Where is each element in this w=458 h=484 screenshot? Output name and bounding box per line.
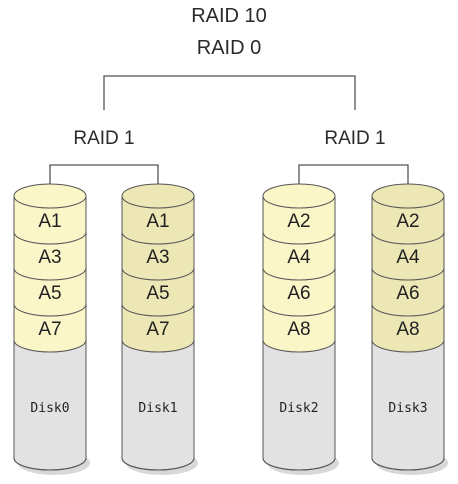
block-separator xyxy=(371,231,445,245)
block-separator xyxy=(121,267,195,281)
block-separator xyxy=(121,339,195,353)
block-label: A6 xyxy=(396,283,419,304)
block-label: A1 xyxy=(146,211,169,232)
block-label: A5 xyxy=(38,283,61,304)
raid1-mirror-connector-left xyxy=(49,164,159,188)
raid10-title: RAID 10 xyxy=(191,5,267,27)
block-label: A2 xyxy=(287,211,310,232)
block-separator xyxy=(371,267,445,281)
raid1-mirror-connector-right xyxy=(298,164,409,188)
block-label: A3 xyxy=(146,247,169,268)
block-separator xyxy=(262,303,336,317)
disk-top-cap xyxy=(13,183,87,209)
block-separator xyxy=(371,303,445,317)
block-label: A3 xyxy=(38,247,61,268)
block-separator xyxy=(13,339,87,353)
block-separator xyxy=(13,303,87,317)
disk-name-label: Disk1 xyxy=(138,401,177,416)
disk-outline xyxy=(262,196,336,471)
disk-outline xyxy=(121,196,195,471)
block-separator xyxy=(262,231,336,245)
block-label: A8 xyxy=(287,319,310,340)
block-label: A7 xyxy=(38,319,61,340)
block-label: A5 xyxy=(146,283,169,304)
block-label: A4 xyxy=(396,247,420,268)
disk-band-area xyxy=(263,196,335,352)
block-separator xyxy=(13,267,87,281)
disk-band-area xyxy=(14,196,86,352)
block-separator xyxy=(371,339,445,353)
disk-outline xyxy=(13,196,87,471)
disk-top-cap xyxy=(262,183,336,209)
disk-array: A1A3A5A7Disk0A1A3A5A7Disk1A2A4A6A8Disk2A… xyxy=(13,183,448,475)
disk-name-label: Disk3 xyxy=(388,401,427,416)
raid0-title: RAID 0 xyxy=(197,37,261,59)
block-separator xyxy=(262,339,336,353)
disk-band-area xyxy=(372,196,444,352)
block-label: A8 xyxy=(396,319,419,340)
disk-top-cap xyxy=(371,183,445,209)
block-label: A7 xyxy=(146,319,169,340)
disk-name-label: Disk0 xyxy=(30,401,69,416)
raid1-group-label-right: RAID 1 xyxy=(324,128,385,149)
block-label: A2 xyxy=(396,211,419,232)
block-separator xyxy=(121,231,195,245)
block-label: A6 xyxy=(287,283,310,304)
block-separator xyxy=(262,267,336,281)
disk-band-area xyxy=(122,196,194,352)
block-separator xyxy=(121,303,195,317)
disk-top-cap xyxy=(121,183,195,209)
raid0-bracket xyxy=(103,75,356,110)
disk-name-label: Disk2 xyxy=(279,401,318,416)
block-separator xyxy=(13,231,87,245)
block-label: A1 xyxy=(38,211,61,232)
disk-outline xyxy=(371,196,445,471)
raid1-group-label-left: RAID 1 xyxy=(73,128,134,149)
block-label: A4 xyxy=(287,247,311,268)
